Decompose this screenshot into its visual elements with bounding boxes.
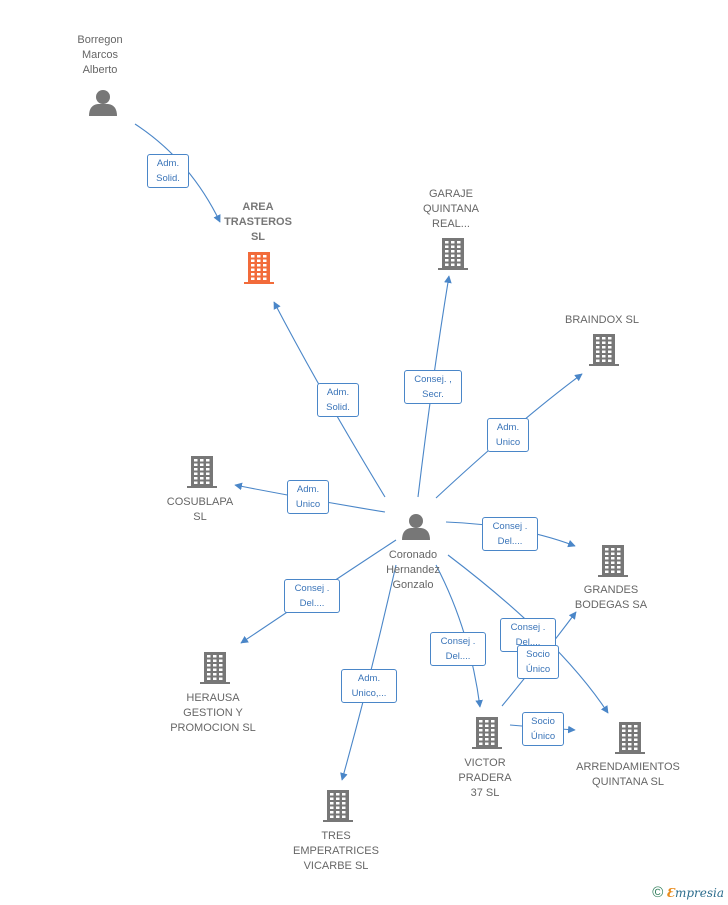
node-label-line: COSUBLAPA bbox=[166, 496, 234, 508]
node-label-line: PROMOCION SL bbox=[170, 722, 256, 734]
edge-label-coronado-to-tres[interactable]: Adm. Unico,... bbox=[341, 669, 397, 703]
node-label-line: PRADERA bbox=[458, 772, 512, 784]
node-label-line: TRASTEROS bbox=[224, 216, 292, 228]
edge-label-coronado-to-area[interactable]: Adm. Solid. bbox=[317, 383, 359, 417]
edge-label-coronado-to-garaje[interactable]: Consej. , Secr. bbox=[404, 370, 462, 404]
brand-name: mpresia bbox=[674, 886, 724, 900]
edge-label-line: Solid. bbox=[156, 173, 180, 184]
edge-label-line: Del.... bbox=[515, 637, 541, 648]
node-label-line: BODEGAS SA bbox=[574, 599, 648, 611]
building-icon-tres[interactable] bbox=[323, 790, 353, 822]
node-label-line: Borregon bbox=[77, 34, 123, 46]
edge-label-line: Unico,... bbox=[351, 688, 387, 699]
node-label-area[interactable]: AREA TRASTEROS SL bbox=[198, 200, 318, 245]
edge-label-line: Adm. bbox=[156, 158, 180, 169]
node-label-grandes[interactable]: GRANDES BODEGAS SA bbox=[551, 583, 671, 613]
node-label-tres[interactable]: TRES EMPERATRICES VICARBE SL bbox=[276, 829, 396, 874]
node-label-herausa[interactable]: HERAUSA GESTION Y PROMOCION SL bbox=[153, 691, 273, 736]
edge-label-line: Adm. bbox=[357, 673, 381, 684]
building-icon-herausa[interactable] bbox=[200, 652, 230, 684]
node-label-cosublapa[interactable]: COSUBLAPA SL bbox=[140, 495, 260, 525]
edge-label-line: Adm. bbox=[496, 422, 520, 433]
edge-label-coronado-to-victor[interactable]: Consej . Del.... bbox=[430, 632, 486, 666]
node-label-line: QUINTANA SL bbox=[592, 776, 664, 788]
building-icon-victor[interactable] bbox=[472, 717, 502, 749]
node-label-line: GRANDES bbox=[583, 584, 639, 596]
edge-label-line: Único bbox=[525, 664, 551, 675]
node-label-line: 37 SL bbox=[470, 787, 500, 799]
building-icon-cosublapa[interactable] bbox=[187, 456, 217, 488]
edge-label-line: Único bbox=[530, 731, 556, 742]
node-label-line: VICARBE SL bbox=[303, 860, 369, 872]
node-label-line: SL bbox=[250, 231, 266, 243]
node-label-line: Marcos bbox=[81, 49, 119, 61]
edge-label-line: Del.... bbox=[497, 536, 523, 547]
edge-label-line: Consej . bbox=[294, 583, 330, 594]
copyright-symbol: © bbox=[652, 884, 664, 901]
edge-label-line: Del.... bbox=[445, 651, 471, 662]
person-icon-borregon[interactable] bbox=[89, 90, 117, 116]
edge-label-coronado-to-herausa[interactable]: Consej . Del.... bbox=[284, 579, 340, 613]
edge-label-coronado-to-grandes[interactable]: Consej . Del.... bbox=[482, 517, 538, 551]
node-label-line: ARRENDAMIENTOS bbox=[576, 761, 680, 773]
node-label-victor[interactable]: VICTOR PRADERA 37 SL bbox=[425, 756, 545, 801]
building-icon-arrend[interactable] bbox=[615, 722, 645, 754]
building-icon-braindox[interactable] bbox=[589, 334, 619, 366]
person-icon-coronado[interactable] bbox=[402, 514, 430, 540]
node-label-arrend[interactable]: ARRENDAMIENTOS QUINTANA SL bbox=[568, 760, 688, 790]
node-label-line: BRAINDOX SL bbox=[565, 314, 639, 326]
node-label-line: Alberto bbox=[82, 64, 118, 76]
edge-label-coronado-to-cosublapa[interactable]: Adm. Unico bbox=[287, 480, 329, 514]
building-icon-garaje[interactable] bbox=[438, 238, 468, 270]
node-label-line: HERAUSA bbox=[186, 692, 240, 704]
edge-label-line: Unico bbox=[495, 437, 521, 448]
brand-initial: Ɛ bbox=[666, 886, 675, 900]
node-label-line: VICTOR bbox=[464, 757, 506, 769]
edge-label-line: Adm. bbox=[326, 387, 350, 398]
node-label-line: AREA bbox=[242, 201, 274, 213]
node-label-garaje[interactable]: GARAJE QUINTANA REAL... bbox=[391, 187, 511, 232]
edge-label-line: Secr. bbox=[422, 389, 444, 400]
node-label-line: Gonzalo bbox=[392, 579, 434, 591]
node-label-line: Coronado bbox=[388, 549, 438, 561]
edge-label-coronado-to-braindox[interactable]: Adm. Unico bbox=[487, 418, 529, 452]
edge-label-line: Del.... bbox=[299, 598, 325, 609]
edge-label-line: Socio bbox=[531, 716, 555, 727]
edge-label-line: Consej . bbox=[492, 521, 528, 532]
edge-label-line: Consej . bbox=[510, 622, 546, 633]
node-label-braindox[interactable]: BRAINDOX SL bbox=[542, 313, 662, 328]
edge-label-line: Solid. bbox=[326, 402, 350, 413]
node-label-line: SL bbox=[193, 511, 207, 523]
node-label-line: REAL... bbox=[432, 218, 470, 230]
edge-label-line: Consej . bbox=[440, 636, 476, 647]
node-label-line: EMPERATRICES bbox=[293, 845, 379, 857]
edge-label-borregon-to-area[interactable]: Adm. Solid. bbox=[147, 154, 189, 188]
edge-label-line: Unico bbox=[295, 499, 321, 510]
node-label-line: GARAJE bbox=[428, 188, 473, 200]
edge-label-line: Consej. , bbox=[414, 374, 452, 385]
node-label-line: Hernandez bbox=[386, 564, 440, 576]
building-icon-area[interactable] bbox=[244, 252, 274, 284]
edge-label-line: Socio bbox=[526, 649, 550, 660]
node-label-line: TRES bbox=[321, 830, 351, 842]
footer-brand: ©Ɛmpresia bbox=[652, 884, 724, 901]
node-label-line: GESTION Y bbox=[183, 707, 243, 719]
building-icon-grandes[interactable] bbox=[598, 545, 628, 577]
node-label-line: QUINTANA bbox=[422, 203, 480, 215]
edge-label-line: Adm. bbox=[296, 484, 320, 495]
